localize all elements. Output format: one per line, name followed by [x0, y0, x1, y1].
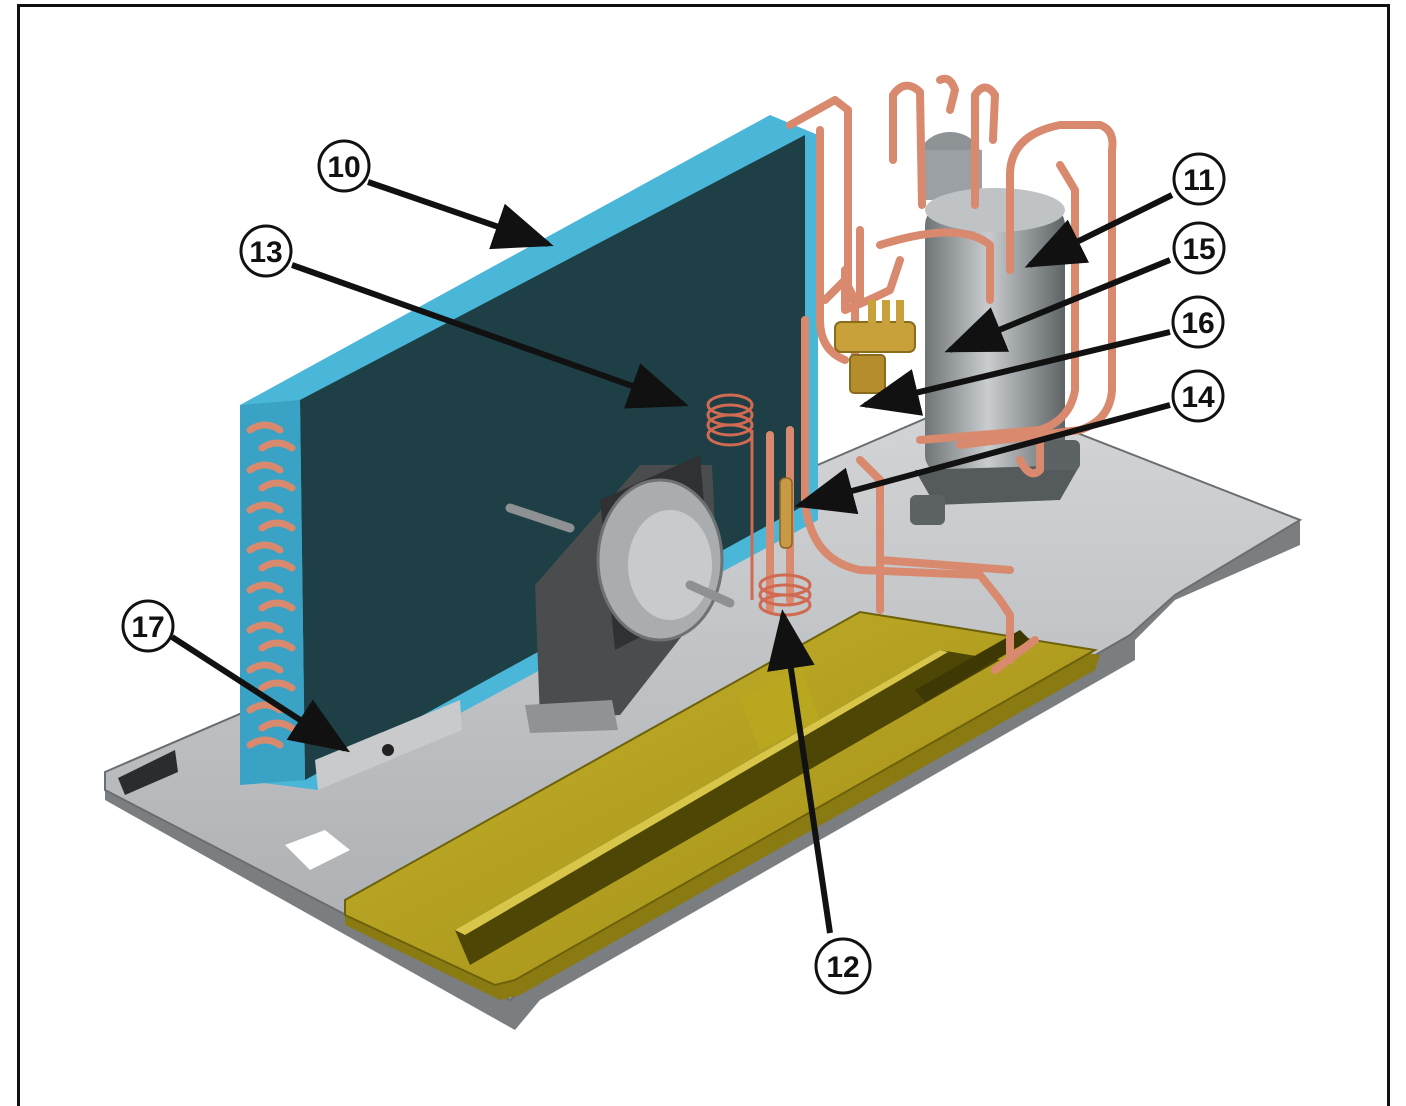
- leader-10: [367, 179, 554, 250]
- leader-12: [767, 609, 833, 934]
- filter-drier: [779, 477, 793, 549]
- leader-lines: [170, 179, 1174, 934]
- diagram-frame: [17, 4, 1390, 1106]
- callout-12: 12: [814, 937, 872, 995]
- callout-15: 15: [1172, 221, 1226, 275]
- callout-14-label: 14: [1181, 381, 1215, 414]
- callout-10: 10: [317, 139, 371, 193]
- leader-17: [170, 634, 351, 753]
- callout-16-label: 16: [1181, 307, 1214, 340]
- callout-17-label: 17: [131, 611, 164, 644]
- fan-motor-assembly: [505, 455, 735, 733]
- leader-13: [290, 262, 689, 409]
- callout-13-label: 13: [249, 236, 282, 269]
- leader-15: [944, 257, 1172, 353]
- callout-14: 14: [1171, 369, 1225, 423]
- leader-11: [1024, 192, 1174, 268]
- copper-piping: [766, 74, 1117, 674]
- callout-11: 11: [1172, 152, 1226, 206]
- callout-17: 17: [121, 599, 175, 653]
- callout-11-label: 11: [1183, 164, 1215, 197]
- callout-10-label: 10: [327, 151, 360, 184]
- callout-15-label: 15: [1182, 233, 1215, 266]
- condenser-coil: [240, 115, 818, 790]
- leader-16: [859, 329, 1171, 416]
- reversing-valve: [834, 300, 916, 394]
- callout-13: 13: [239, 224, 293, 278]
- coil-hairpins: [246, 421, 296, 749]
- callout-16: 16: [1171, 295, 1225, 349]
- callout-12-label: 12: [826, 951, 859, 984]
- leader-14: [794, 402, 1171, 515]
